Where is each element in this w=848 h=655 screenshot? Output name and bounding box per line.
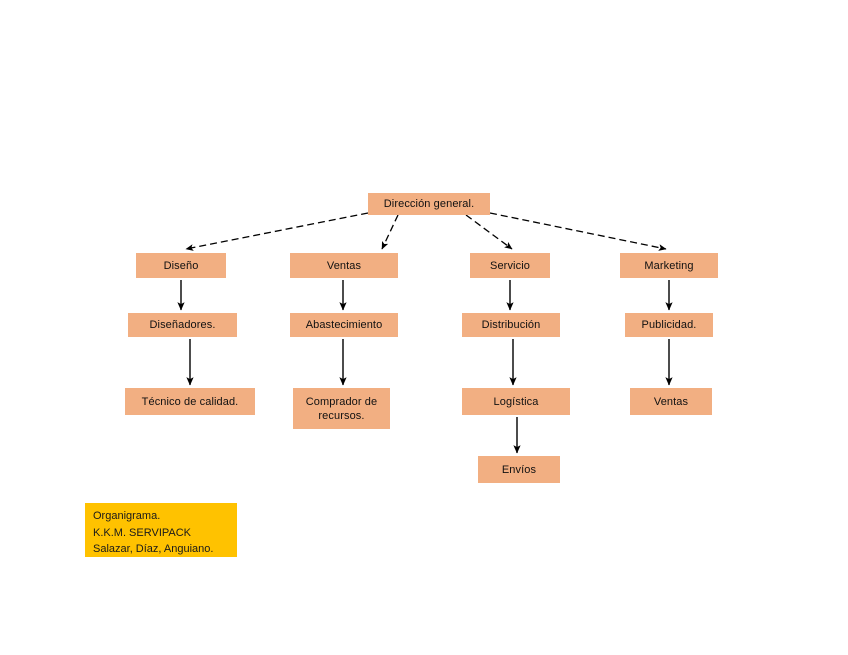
node-label: Diseñadores.	[149, 319, 216, 331]
node-label: Ventas	[326, 259, 362, 272]
edge-direccion-general-to-diseno	[185, 212, 369, 251]
node-label: Abastecimiento	[305, 319, 383, 331]
node-ventas[interactable]: Ventas	[290, 253, 398, 278]
edges-group	[177, 212, 673, 454]
node-label: Ventas	[653, 395, 689, 408]
node-label: Servicio	[490, 259, 530, 272]
edge-direccion-general-to-servicio	[465, 214, 513, 250]
node-comprador-recursos[interactable]: Comprador de recursos.	[293, 388, 390, 429]
node-distribucion[interactable]: Distribución	[462, 313, 560, 337]
node-label: Marketing	[644, 259, 694, 272]
node-tecnico-calidad[interactable]: Técnico de calidad.	[125, 388, 255, 415]
node-label: Técnico de calidad.	[141, 395, 239, 408]
node-label: Logística	[493, 395, 539, 408]
edge-direccion-general-to-marketing	[489, 212, 667, 251]
node-logistica[interactable]: Logística	[462, 388, 570, 415]
node-abastecimiento[interactable]: Abastecimiento	[290, 313, 398, 337]
node-direccion-general[interactable]: Dirección general.	[368, 193, 490, 215]
node-ventas-final[interactable]: Ventas	[630, 388, 712, 415]
node-envios[interactable]: Envíos	[478, 456, 560, 483]
node-diseno[interactable]: Diseño	[136, 253, 226, 278]
node-label: Envíos	[501, 463, 537, 476]
node-servicio[interactable]: Servicio	[470, 253, 550, 278]
node-disenadores[interactable]: Diseñadores.	[128, 313, 237, 337]
legend-box: Organigrama. K.K.M. SERVIPACK Salazar, Día…	[85, 503, 237, 557]
node-marketing[interactable]: Marketing	[620, 253, 718, 278]
node-label: Comprador de recursos.	[305, 395, 378, 422]
node-label: Distribución	[481, 319, 541, 331]
legend-line: Organigrama.	[93, 510, 161, 522]
node-publicidad[interactable]: Publicidad.	[625, 313, 713, 337]
legend-line: Salazar, Díaz, Anguiano.	[93, 543, 214, 555]
node-label: Publicidad.	[641, 319, 697, 331]
edge-direccion-general-to-ventas	[381, 214, 399, 250]
legend-line: K.K.M. SERVIPACK	[93, 526, 192, 539]
node-label: Dirección general.	[383, 198, 475, 210]
node-label: Diseño	[163, 259, 199, 272]
